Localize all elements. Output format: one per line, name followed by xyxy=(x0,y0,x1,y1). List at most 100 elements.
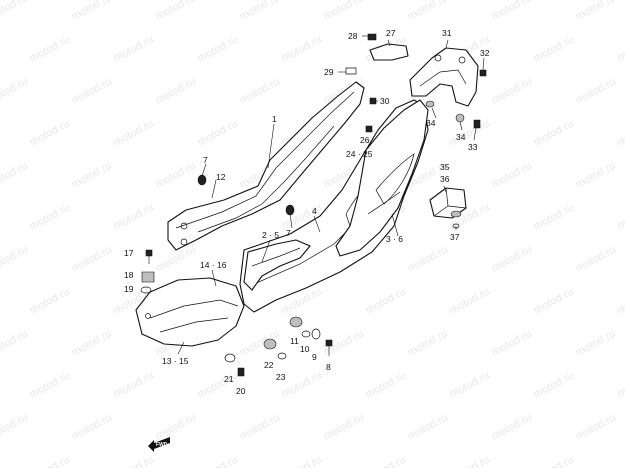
watermark-text: motod.ru xyxy=(28,370,72,401)
callout-20: 20 xyxy=(236,386,246,396)
watermark-text: motod.ru xyxy=(616,202,625,233)
fasteners xyxy=(140,33,487,377)
watermark-text: motod.ru xyxy=(0,76,30,107)
watermark-text: motod.ru xyxy=(448,286,492,317)
callout-4: 4 xyxy=(312,206,317,216)
callout-labels: 1 7 12 4 7 2 · 5 3 · 6 14 · 16 17 18 19 … xyxy=(124,28,490,396)
watermark-text: motod.ru xyxy=(0,328,30,359)
front-arrow-icon: FWD xyxy=(148,437,170,452)
callout-22: 22 xyxy=(264,360,274,370)
callout-28: 28 xyxy=(348,31,358,41)
watermark-text: motod.ru xyxy=(280,370,324,401)
watermark-text: motod.ru xyxy=(574,244,618,275)
watermark-text: motod.ru xyxy=(154,412,198,443)
watermark-text: motod.ru xyxy=(532,202,576,233)
callout-2-5: 2 · 5 xyxy=(262,230,279,240)
front-marker-label: FWD xyxy=(156,442,168,448)
watermark-text: motod.ru xyxy=(280,34,324,65)
watermark-text: motod.ru xyxy=(448,370,492,401)
leader-lines xyxy=(177,35,485,355)
watermark-text: motod.ru xyxy=(112,34,156,65)
callout-10: 10 xyxy=(300,344,310,354)
watermark-text: motod.ru xyxy=(0,0,30,23)
watermark-text: motod.ru xyxy=(406,412,450,443)
lower-cover-part-13-15 xyxy=(135,277,245,347)
callout-26: 26 xyxy=(360,135,370,145)
watermark-text: motod.ru xyxy=(574,76,618,107)
callout-19: 19 xyxy=(124,284,134,294)
callout-18: 18 xyxy=(124,270,134,280)
callout-36: 36 xyxy=(440,174,450,184)
watermark-text: motod.ru xyxy=(28,202,72,233)
watermark-text: motod.ru xyxy=(574,412,618,443)
rubber-block-part-35-36 xyxy=(429,187,467,219)
watermark-text: motod.ru xyxy=(532,118,576,149)
watermark-text: motod.ru xyxy=(112,202,156,233)
watermark-text: motod.ru xyxy=(364,286,408,317)
callout-7-lower: 7 xyxy=(286,228,291,238)
watermark-text: motod.ru xyxy=(322,412,366,443)
watermark-text: motod.ru xyxy=(28,286,72,317)
watermark-text: motod.ru xyxy=(70,76,114,107)
watermark-text: motod.ru xyxy=(70,412,114,443)
watermark-text: motod.ru xyxy=(28,118,72,149)
frame-cover-part-1 xyxy=(167,81,365,251)
callout-3-6: 3 · 6 xyxy=(386,234,403,244)
side-cover-part-2-5 xyxy=(243,239,311,291)
watermark-text: motod.ru xyxy=(490,328,534,359)
watermark-text: motod.ru xyxy=(406,244,450,275)
callout-11: 11 xyxy=(290,336,299,346)
callout-33: 33 xyxy=(468,142,478,152)
callout-8: 8 xyxy=(326,362,331,372)
watermark-text: motod.ru xyxy=(616,454,625,468)
watermark-text: motod.ru xyxy=(490,0,534,23)
callout-35: 35 xyxy=(440,162,450,172)
watermark-text: motod.ru xyxy=(616,286,625,317)
watermark-text: motod.ru xyxy=(0,244,30,275)
watermark-text: motod.ru xyxy=(616,118,625,149)
watermark-text: motod.ru xyxy=(574,328,618,359)
plate-part-27 xyxy=(369,43,409,61)
watermark-text: motod.ru xyxy=(154,76,198,107)
watermark-text: motod.ru xyxy=(238,76,282,107)
watermark-text: motod.ru xyxy=(574,160,618,191)
watermark-text: motod.ru xyxy=(532,454,576,468)
callout-12: 12 xyxy=(216,172,226,182)
callout-34-right: 34 xyxy=(456,132,466,142)
watermark-text: motod.ru xyxy=(154,160,198,191)
watermark-text: motod.ru xyxy=(238,412,282,443)
watermark-text: motod.ru xyxy=(532,286,576,317)
watermark-text: motod.ru xyxy=(70,0,114,23)
watermark-text: motod.ru xyxy=(112,118,156,149)
watermark-text: motod.ru xyxy=(616,370,625,401)
watermark-text: motod.ru xyxy=(154,0,198,23)
callout-21: 21 xyxy=(224,374,234,384)
callout-32: 32 xyxy=(480,48,490,58)
watermark-text: motod.ru xyxy=(616,34,625,65)
watermark-text: motod.ru xyxy=(28,34,72,65)
watermark-text: motod.ru xyxy=(238,0,282,23)
watermark-text: motod.ru xyxy=(70,244,114,275)
watermark-text: motod.ru xyxy=(70,328,114,359)
watermark-text: motod.ru xyxy=(574,0,618,23)
callout-27: 27 xyxy=(386,28,396,38)
watermark-text: motod.ru xyxy=(532,370,576,401)
watermark-text: motod.ru xyxy=(196,34,240,65)
watermark-text: motod.ru xyxy=(322,0,366,23)
callout-17: 17 xyxy=(124,248,134,258)
watermark-text: motod.ru xyxy=(364,454,408,468)
watermark-text: motod.ru xyxy=(364,370,408,401)
watermark-text: motod.ru xyxy=(196,118,240,149)
watermark-text: motod.ru xyxy=(490,412,534,443)
watermark-text: motod.ru xyxy=(70,160,114,191)
callout-24-25: 24 · 25 xyxy=(346,149,373,159)
watermark-text: motod.ru xyxy=(196,454,240,468)
callout-29: 29 xyxy=(324,67,334,77)
tail-cover-part-3-6 xyxy=(335,99,429,257)
watermark-text: motod.ru xyxy=(0,160,30,191)
callout-7-upper: 7 xyxy=(203,155,208,165)
watermark-text: motod.ru xyxy=(406,328,450,359)
callout-30: 30 xyxy=(380,96,390,106)
callout-31: 31 xyxy=(442,28,452,38)
